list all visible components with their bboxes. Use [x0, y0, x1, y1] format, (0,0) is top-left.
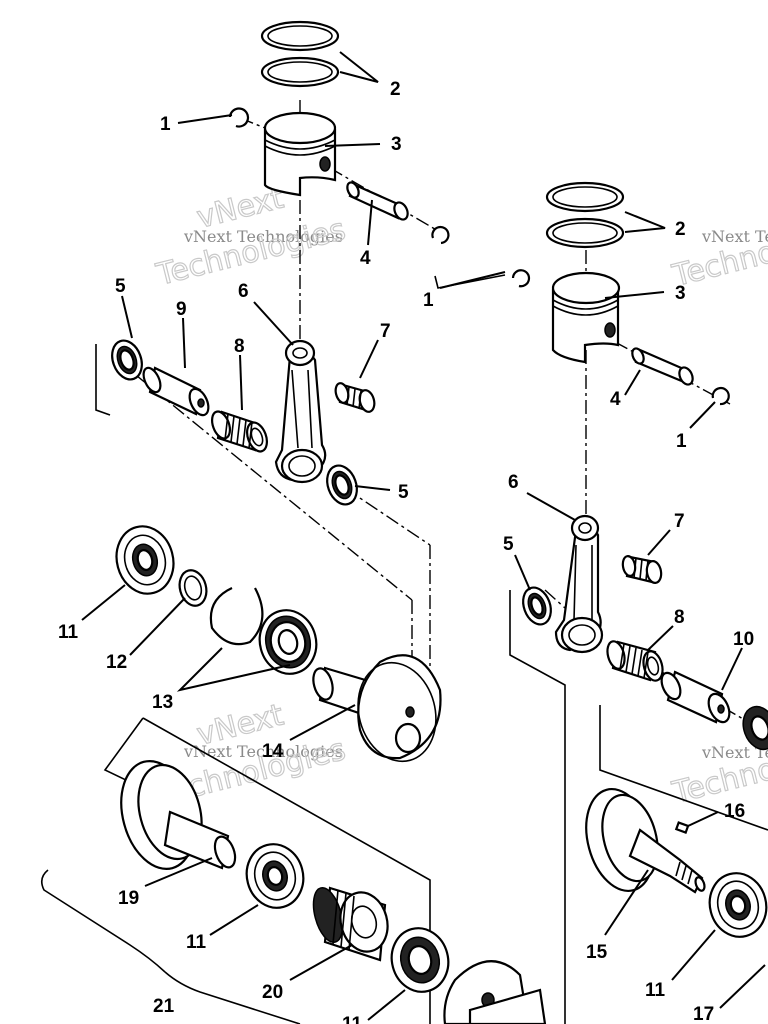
callout-5: 5	[115, 276, 126, 297]
watermark-upper-left: vNext vNext Technologies Technologies	[152, 180, 350, 294]
ball-bearing-left-c	[245, 843, 305, 909]
callout-4: 4	[360, 248, 371, 269]
ball-bearing-left-a	[115, 525, 175, 595]
needle-bearing-left-small	[334, 382, 376, 413]
callout-9: 9	[176, 299, 187, 320]
watermark-middle-right: vNext Te Techno	[668, 743, 768, 812]
needle-bearing-right-small	[621, 554, 663, 585]
circlip-left-b	[431, 225, 450, 245]
circlip-right-a	[511, 269, 531, 288]
callout-11: 11	[342, 1014, 363, 1024]
callout-11: 11	[58, 622, 79, 643]
retaining-ring-small	[178, 569, 208, 607]
callout-14: 14	[262, 741, 284, 762]
callout-8: 8	[234, 336, 245, 357]
connecting-rod-right	[554, 514, 604, 654]
labyrinth-seal	[312, 886, 389, 962]
crankshaft-half-left	[312, 654, 442, 763]
callout-5: 5	[398, 482, 409, 503]
callout-13: 13	[152, 692, 173, 713]
circlip-right-b	[711, 387, 730, 406]
assembly-frames	[40, 274, 768, 1024]
crankshaft-output-right	[585, 787, 706, 894]
needle-bearing-right-big	[606, 640, 664, 682]
callout-19: 19	[118, 888, 139, 909]
circlip-left-a	[228, 107, 250, 128]
callout-17: 17	[693, 1004, 714, 1024]
callout-3: 3	[675, 283, 686, 304]
watermark-company-line-partial: vNext Te	[701, 227, 768, 246]
crank-pin-right	[660, 670, 731, 724]
callout-7: 7	[380, 321, 391, 342]
callout-10: 10	[733, 629, 754, 650]
leader-lines	[81, 51, 766, 1021]
callout-3: 3	[391, 134, 402, 155]
watermark-company-line: vNext Technologies	[183, 227, 343, 246]
callout-5: 5	[503, 534, 514, 555]
ball-bearing-left-b	[258, 609, 318, 675]
connecting-rod-left	[274, 339, 327, 484]
callout-6: 6	[238, 281, 249, 302]
watermark-company-line-partial: vNext Te	[701, 743, 768, 762]
callout-2: 2	[675, 219, 686, 240]
thrust-washer-right-edge	[742, 705, 768, 751]
woodruff-key	[674, 821, 690, 834]
ball-bearing-right	[708, 872, 768, 938]
thrust-washer-right	[522, 586, 552, 626]
callout-16: 16	[724, 801, 745, 822]
crank-pin-left	[142, 366, 210, 417]
centerlines	[114, 100, 746, 721]
watermark-word-technologies: Technologies	[152, 212, 348, 293]
crankshaft-output-left	[120, 760, 237, 870]
watermark-company-line: vNext Technologies	[183, 742, 343, 761]
callout-1: 1	[676, 431, 687, 452]
thrust-washer-left-b	[326, 464, 358, 506]
piston-pin-left	[346, 181, 409, 221]
callout-4: 4	[610, 389, 621, 410]
callout-labels: 1 2 3 4 2 3 1 4 1 5 9 6 7 8 5 6 7 5 8 10…	[58, 79, 754, 1024]
piston-left	[263, 111, 337, 197]
piston-pin-right	[631, 347, 694, 386]
piston-rings-right	[545, 181, 625, 249]
callout-20: 20	[262, 982, 283, 1003]
needle-bearing-left-big	[210, 410, 268, 453]
callout-7: 7	[674, 511, 685, 532]
snap-ring-large	[209, 587, 264, 646]
callout-21: 21	[153, 996, 175, 1017]
callout-2: 2	[390, 79, 401, 100]
ball-bearing-left-d	[390, 927, 450, 993]
callout-15: 15	[586, 942, 608, 963]
callout-1: 1	[160, 114, 171, 135]
callout-12: 12	[106, 652, 127, 673]
callout-11: 11	[645, 980, 666, 1001]
piston-rings-left	[260, 20, 340, 88]
thrust-washer-left-a	[111, 339, 143, 381]
callout-6: 6	[508, 472, 519, 493]
crankshaft-half-bottom	[443, 960, 547, 1024]
piston-right	[551, 271, 621, 364]
callout-8: 8	[674, 607, 685, 628]
callout-11: 11	[186, 932, 207, 953]
callout-1: 1	[423, 290, 434, 311]
